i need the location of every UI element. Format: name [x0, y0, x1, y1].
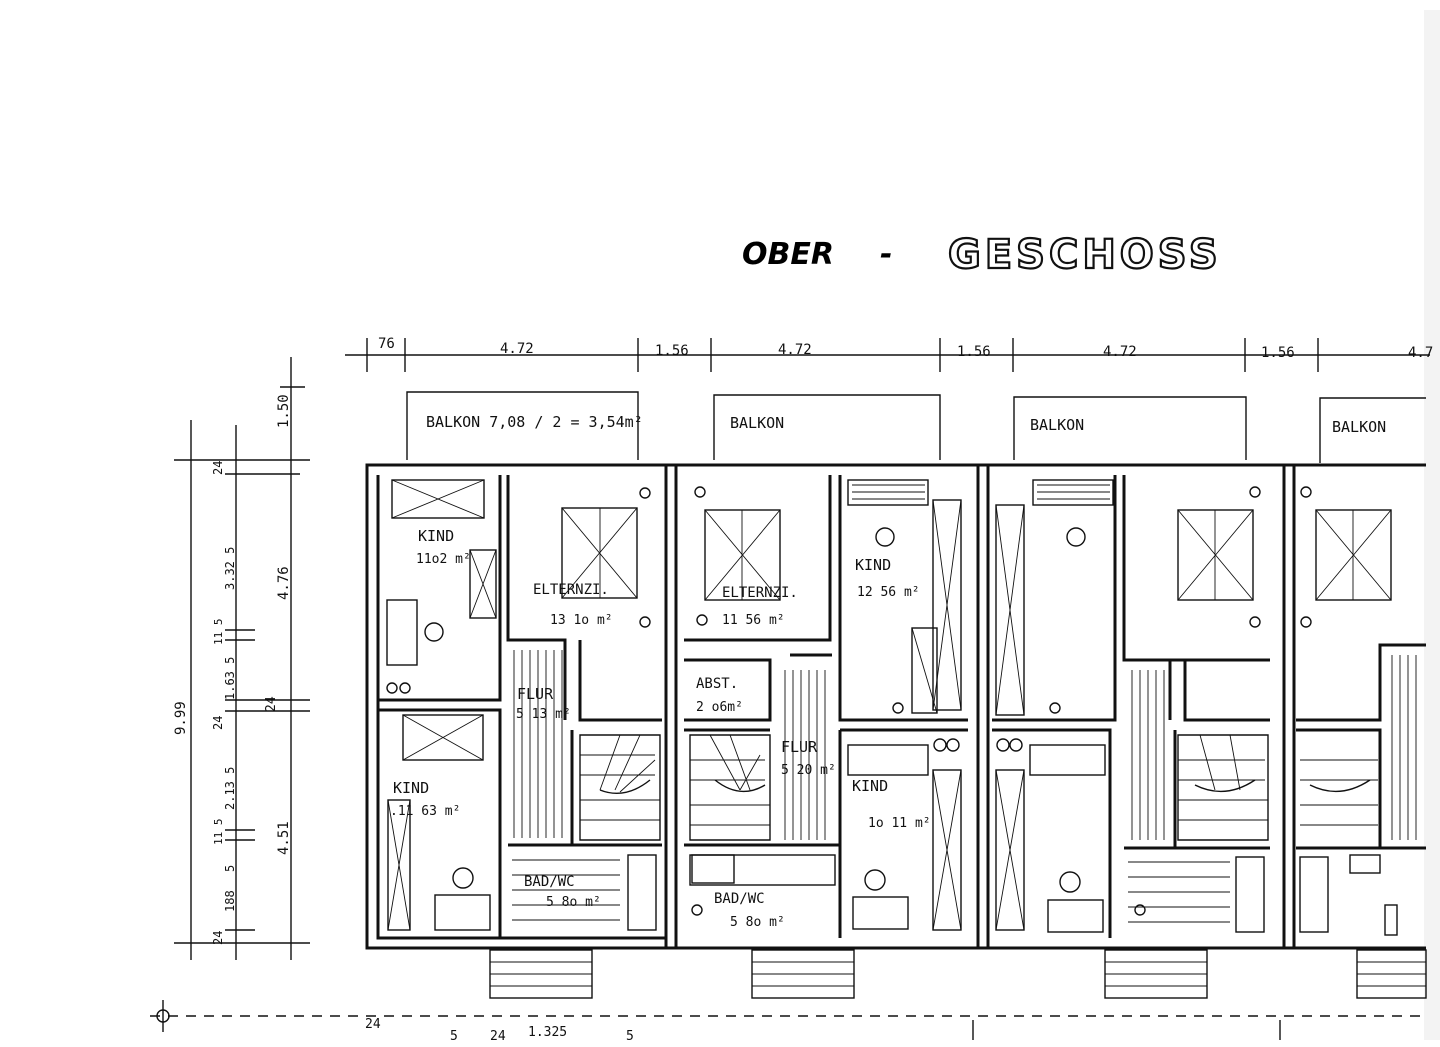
- unit-2-stairs: [689, 670, 826, 841]
- room-bad-2-area: 5 8o m²: [730, 915, 785, 930]
- dim-bottom-2: 24: [490, 1029, 506, 1044]
- bottom-dimension-chain: 24 5 24 1.325 5: [150, 1000, 1426, 1044]
- dim-left-in-2: 11 5: [212, 619, 225, 646]
- balcony-label-1: BALKON 7,08 / 2 = 3,54m²: [426, 413, 643, 431]
- balconies: BALKON 7,08 / 2 = 3,54m² BALKON BALKON B…: [406, 391, 1426, 463]
- dim-left-mid-0: 1.50: [276, 394, 292, 428]
- dim-bottom-4: 5: [626, 1029, 634, 1044]
- dim-bottom-1: 5: [450, 1029, 458, 1044]
- room-kind-2-area: .11 63 m²: [390, 804, 460, 819]
- dim-left-in-7: 5: [223, 865, 237, 872]
- room-kind-4-area: 1o 11 m²: [868, 816, 931, 831]
- dim-top-6: 1.56: [1261, 345, 1295, 361]
- top-dimension-chain: 76 4.72 1.56 4.72 1.56 4.72 1.56 4.7: [345, 336, 1433, 372]
- exterior-walls: [365, 463, 1426, 950]
- room-flur-1-area: 5 13 m²: [516, 707, 571, 722]
- unit-2-walls: [684, 475, 968, 938]
- room-eltern-2-name: ELTERNZI.: [722, 585, 798, 601]
- room-eltern-1-area: 13 1o m²: [550, 613, 613, 628]
- room-kind-3-name: KIND: [855, 556, 891, 574]
- room-kind-2-name: KIND: [393, 779, 429, 797]
- dim-bottom-3: 1.325: [528, 1025, 567, 1040]
- room-abst-area: 2 o6m²: [696, 700, 743, 715]
- entrance-steps: [489, 949, 1427, 999]
- dim-left-outer: 9.99: [173, 701, 189, 735]
- dim-left-mid-2: 24: [264, 696, 279, 712]
- dim-top-0: 76: [378, 336, 395, 352]
- room-flur-1-name: FLUR: [517, 685, 554, 703]
- room-kind-3-area: 12 56 m²: [857, 585, 920, 600]
- dim-top-3: 4.72: [778, 342, 812, 358]
- room-bad-2-name: BAD/WC: [714, 891, 765, 907]
- unit-3-walls: [992, 475, 1270, 938]
- room-flur-2-area: 5 20 m²: [781, 763, 836, 778]
- dim-left-mid-1: 4.76: [276, 566, 292, 600]
- room-bad-1-name: BAD/WC: [524, 874, 575, 890]
- dim-top-4: 1.56: [957, 344, 991, 360]
- room-labels: KIND 11o2 m² ELTERNZI. 13 1o m² FLUR 5 1…: [390, 527, 931, 930]
- dim-left-mid-3: 4.51: [276, 821, 292, 855]
- dim-left-in-5: 2.13 5: [223, 767, 237, 810]
- left-dimension-chains: 9.99 1.50 4.76 24 4.51 24 3.32 5 11 5 1.…: [173, 357, 310, 960]
- dim-left-in-1: 3.32 5: [223, 547, 237, 590]
- title-separator: -: [880, 237, 892, 272]
- dim-left-in-6: 11 5: [212, 819, 225, 846]
- room-flur-2-name: FLUR: [781, 738, 818, 756]
- dim-top-5: 4.72: [1103, 344, 1137, 360]
- room-bad-1-area: 5 8o m²: [546, 895, 601, 910]
- balcony-label-4: BALKON: [1332, 418, 1386, 436]
- title-geschoss: GESCHOSS: [948, 232, 1222, 278]
- dim-bottom-0: 24: [365, 1017, 381, 1032]
- room-kind-1-name: KIND: [418, 527, 454, 545]
- scan-edge: [1424, 10, 1440, 1040]
- room-kind-1-area: 11o2 m²: [416, 552, 471, 567]
- balcony-label-3: BALKON: [1030, 416, 1084, 434]
- unit-1-walls: [378, 475, 662, 938]
- dim-top-1: 4.72: [500, 341, 534, 357]
- dim-left-in-0: 24: [211, 461, 225, 475]
- plan-title: OBER - GESCHOSS: [742, 231, 1222, 279]
- title-ober: OBER: [742, 237, 834, 272]
- unit-3-stairs: [1128, 670, 1269, 923]
- dim-top-2: 1.56: [655, 343, 689, 359]
- dim-left-in-3: 1.63 5: [223, 657, 237, 700]
- room-abst-name: ABST.: [696, 676, 738, 692]
- unit-4-walls: [1296, 486, 1426, 936]
- room-eltern-2-area: 11 56 m²: [722, 613, 785, 628]
- unit-1-stairs: [512, 650, 661, 921]
- room-kind-4-name: KIND: [852, 777, 888, 795]
- dim-top-7: 4.7: [1408, 345, 1433, 361]
- dim-left-in-4: 24: [211, 716, 225, 730]
- dim-left-in-8: 188: [223, 890, 237, 912]
- room-eltern-1-name: ELTERNZI.: [533, 582, 609, 598]
- dim-left-in-9: 24: [211, 931, 225, 945]
- balcony-label-2: BALKON: [730, 414, 784, 432]
